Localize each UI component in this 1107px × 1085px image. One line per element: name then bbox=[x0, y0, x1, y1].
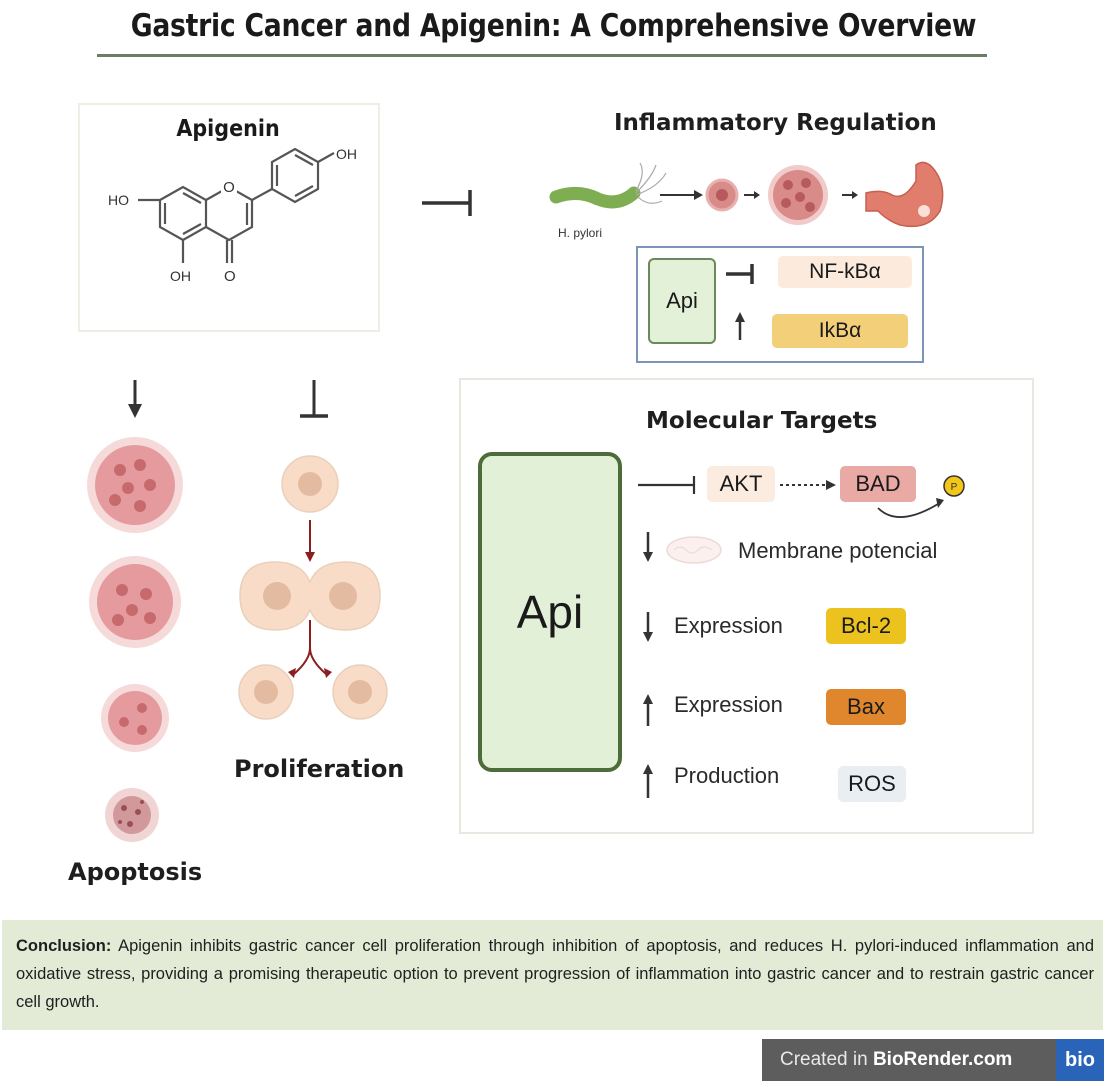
daughter-cell-left-icon bbox=[238, 664, 294, 720]
inhibit-akt-icon bbox=[638, 476, 696, 494]
stomach-icon bbox=[865, 161, 944, 228]
conclusion-box bbox=[2, 920, 1103, 1030]
ring-oxygen-label: O bbox=[223, 179, 235, 196]
inflammatory-arrows bbox=[726, 264, 754, 340]
molecular-targets-title: Molecular Targets bbox=[646, 408, 878, 434]
ho-left-label: HO bbox=[108, 192, 129, 208]
oh-top-label: OH bbox=[336, 146, 357, 162]
apoptotic-debris-icon bbox=[105, 788, 159, 842]
dotted-arrow-icon bbox=[780, 480, 836, 490]
parent-cell-icon bbox=[281, 455, 339, 513]
bad-target: BAD bbox=[840, 466, 916, 502]
bax-target: Bax bbox=[826, 689, 906, 725]
api-node-molecular bbox=[478, 452, 622, 772]
conclusion-body: Apigenin inhibits gastric cancer cell pr… bbox=[16, 937, 1094, 1011]
inhibit-icon bbox=[726, 264, 754, 284]
phosphate-label: P bbox=[951, 482, 958, 493]
down-arrow-icon bbox=[643, 532, 653, 562]
dividing-cell-icon bbox=[239, 561, 381, 631]
api-label: Api bbox=[666, 288, 698, 313]
mitochondrion-icon bbox=[666, 536, 722, 564]
apoptosis-label: Apoptosis bbox=[68, 858, 203, 886]
apoptosis-stages bbox=[87, 437, 183, 842]
conclusion-label: Conclusion: bbox=[16, 937, 112, 955]
apigenin-title: Apigenin bbox=[176, 116, 280, 142]
bcl2-effect-text: Expression bbox=[674, 613, 783, 638]
ros-effect-text: Production bbox=[674, 763, 780, 788]
tumor-cluster-icon bbox=[768, 165, 828, 225]
conclusion-text: Conclusion: Apigenin inhibits gastric ca… bbox=[16, 932, 1094, 1016]
phosphorylation-diagram: P bbox=[877, 475, 965, 518]
arrow-icon bbox=[694, 190, 703, 200]
proliferation-diagram bbox=[238, 455, 388, 720]
bax-effect-text: Expression bbox=[674, 692, 783, 717]
ros-target: ROS bbox=[838, 766, 906, 802]
inflammatory-title: Inflammatory Regulation bbox=[614, 110, 937, 136]
badge-prefix: Created in bbox=[780, 1049, 873, 1070]
up-arrow-icon bbox=[735, 312, 745, 340]
biorender-logo-icon: bio bbox=[1056, 1039, 1104, 1081]
inhibit-inflammation-icon bbox=[422, 190, 472, 216]
title-divider bbox=[97, 54, 987, 57]
h-pylori-label: H. pylori bbox=[558, 226, 602, 240]
membrane-row-icons bbox=[643, 532, 722, 564]
tumor-cluster-small-icon bbox=[101, 684, 169, 752]
down-arrow-icon bbox=[643, 612, 653, 642]
up-arrow-icon bbox=[643, 764, 653, 798]
ring-a bbox=[158, 185, 208, 242]
inhibit-proliferation-icon bbox=[300, 380, 328, 418]
apigenin-panel bbox=[78, 103, 380, 332]
tumor-cluster-medium-icon bbox=[89, 556, 181, 648]
h-pylori-icon bbox=[549, 162, 667, 209]
akt-target: AKT bbox=[707, 466, 775, 502]
badge-brand: BioRender.com bbox=[872, 1049, 1013, 1070]
ikb-target: IkBα bbox=[772, 314, 908, 348]
nfkb-target: NF-kBα bbox=[778, 256, 912, 288]
induce-apoptosis-arrow-icon bbox=[128, 380, 142, 418]
ring-b bbox=[270, 147, 320, 204]
up-arrow-icon bbox=[643, 694, 653, 726]
oh-bottom-label: OH bbox=[170, 268, 191, 284]
daughter-cell-right-icon bbox=[332, 664, 388, 720]
api-big-label: Api bbox=[516, 586, 584, 638]
tumor-cluster-large-icon bbox=[87, 437, 183, 533]
api-node-inflammatory: Api bbox=[648, 258, 716, 344]
phosphate-icon bbox=[943, 475, 965, 497]
inflammation-progression: H. pylori bbox=[549, 161, 944, 240]
biorender-badge[interactable]: Created in BioRender.com bio bbox=[762, 1039, 1104, 1081]
badge-text: Created in BioRender.com bbox=[762, 1049, 1056, 1071]
carbonyl-oxygen-label: O bbox=[224, 268, 236, 285]
proliferation-label: Proliferation bbox=[234, 755, 405, 783]
apigenin-structure: O OH HO OH O bbox=[108, 146, 357, 285]
membrane-potential-text: Membrane potencial bbox=[738, 538, 938, 563]
page-title: Gastric Cancer and Apigenin: A Comprehen… bbox=[130, 8, 977, 44]
bcl2-target: Bcl-2 bbox=[826, 608, 906, 644]
